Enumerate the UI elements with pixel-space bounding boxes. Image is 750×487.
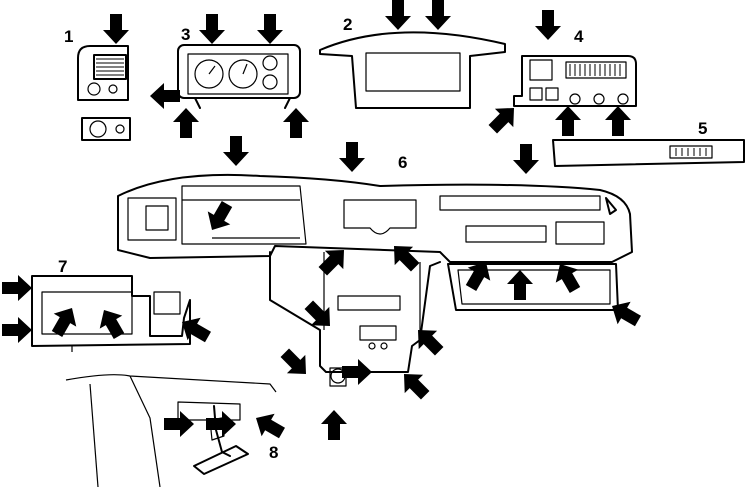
arrow-icon bbox=[394, 246, 420, 272]
label-part-6: 6 bbox=[398, 153, 407, 172]
arrow-icon bbox=[150, 83, 180, 109]
arrow-icon bbox=[2, 275, 32, 301]
arrow-icon bbox=[465, 262, 491, 291]
label-part-4: 4 bbox=[574, 27, 584, 46]
arrow-icon bbox=[280, 348, 306, 374]
part-6-dashboard bbox=[117, 173, 633, 387]
label-part-8: 8 bbox=[269, 443, 278, 462]
part-7-lower-trim-panel bbox=[31, 275, 191, 352]
arrow-icon bbox=[207, 201, 233, 230]
arrow-icon bbox=[164, 411, 194, 437]
arrow-icon bbox=[182, 317, 211, 343]
arrow-icon bbox=[507, 270, 533, 300]
arrow-icon bbox=[103, 14, 129, 44]
arrow-icon bbox=[513, 144, 539, 174]
arrow-icon bbox=[99, 310, 125, 339]
arrow-icon bbox=[199, 14, 225, 44]
part-5-trim-strip bbox=[552, 139, 745, 167]
arrow-icon bbox=[385, 0, 411, 30]
arrow-icon bbox=[51, 308, 77, 337]
arrow-icon bbox=[612, 301, 641, 327]
arrow-icon bbox=[488, 108, 514, 134]
part-4-heater-control-panel bbox=[513, 55, 637, 107]
arrow-icon bbox=[257, 14, 283, 44]
part-1-light-switch-panel bbox=[77, 45, 131, 141]
pointer-arrows bbox=[2, 0, 641, 440]
arrow-icon bbox=[339, 142, 365, 172]
arrow-icon bbox=[318, 250, 344, 276]
label-part-2: 2 bbox=[343, 15, 352, 34]
arrow-icon bbox=[555, 106, 581, 136]
arrow-icon bbox=[304, 300, 330, 326]
arrow-icon bbox=[342, 359, 372, 385]
arrow-icon bbox=[425, 0, 451, 30]
arrow-icon bbox=[283, 108, 309, 138]
label-part-7: 7 bbox=[58, 257, 67, 276]
arrow-icon bbox=[173, 108, 199, 138]
arrow-icon bbox=[206, 411, 236, 437]
part-3-instrument-cluster bbox=[177, 44, 301, 109]
label-part-3: 3 bbox=[181, 25, 190, 44]
part-2-instrument-hood bbox=[319, 31, 506, 109]
arrow-icon bbox=[2, 317, 32, 343]
arrow-icon bbox=[555, 264, 581, 293]
arrow-icon bbox=[418, 330, 444, 356]
arrow-icon bbox=[321, 410, 347, 440]
label-part-5: 5 bbox=[698, 119, 707, 138]
arrow-icon bbox=[404, 374, 430, 400]
arrow-icon bbox=[605, 106, 631, 136]
arrow-icon bbox=[256, 413, 285, 439]
arrow-icon bbox=[223, 136, 249, 166]
label-part-1: 1 bbox=[64, 27, 73, 46]
arrow-icon bbox=[535, 10, 561, 40]
part-8-steering-column-pedal bbox=[65, 374, 277, 487]
